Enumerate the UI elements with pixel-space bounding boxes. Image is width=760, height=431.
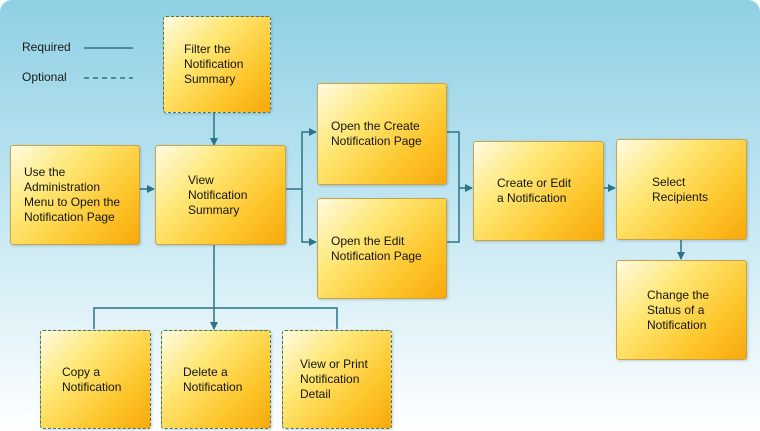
step-open-edit-page: Open the Edit Notification Page [317,198,447,299]
step-create-or-edit-label: Create or Edit a Notification [497,176,572,205]
step-copy-notification-label: Copy a Notification [62,364,122,394]
step-view-summary-label: View Notification Summary [188,172,248,217]
step-copy-notification: Copy a Notification [40,330,151,429]
connector-create-join [447,131,460,243]
step-filter-summary: Filter the Notification Summary [163,16,271,113]
step-use-admin-menu: Use the Administration Menu to Open the … [10,145,140,245]
step-delete-notification: Delete a Notification [161,330,271,429]
legend-optional-label: Optional [22,70,67,84]
step-delete-notification-label: Delete a Notification [183,364,243,394]
step-open-create-page-label: Open the Create Notification Page [331,119,422,148]
step-view-summary: View Notification Summary [155,145,286,245]
step-open-edit-page-label: Open the Edit Notification Page [331,233,422,263]
step-use-admin-menu-label: Use the Administration Menu to Open the … [24,165,121,224]
step-change-status: Change the Status of a Notification [616,260,747,360]
step-open-create-page: Open the Create Notification Page [317,83,447,185]
step-select-recipients: Select Recipients [616,139,747,240]
step-view-print-detail-label: View or Print Notification Detail [300,357,368,401]
legend-required-label: Required [22,40,71,54]
step-create-or-edit: Create or Edit a Notification [473,141,604,241]
step-change-status-label: Change the Status of a Notification [647,287,710,332]
connector-bottom-bar [93,307,338,329]
connector-branch-to-edit [301,189,317,246]
connector-branch-to-create [301,128,317,189]
step-select-recipients-label: Select Recipients [652,174,709,204]
step-view-print-detail: View or Print Notification Detail [282,330,392,429]
step-filter-summary-label: Filter the Notification Summary [184,42,244,86]
